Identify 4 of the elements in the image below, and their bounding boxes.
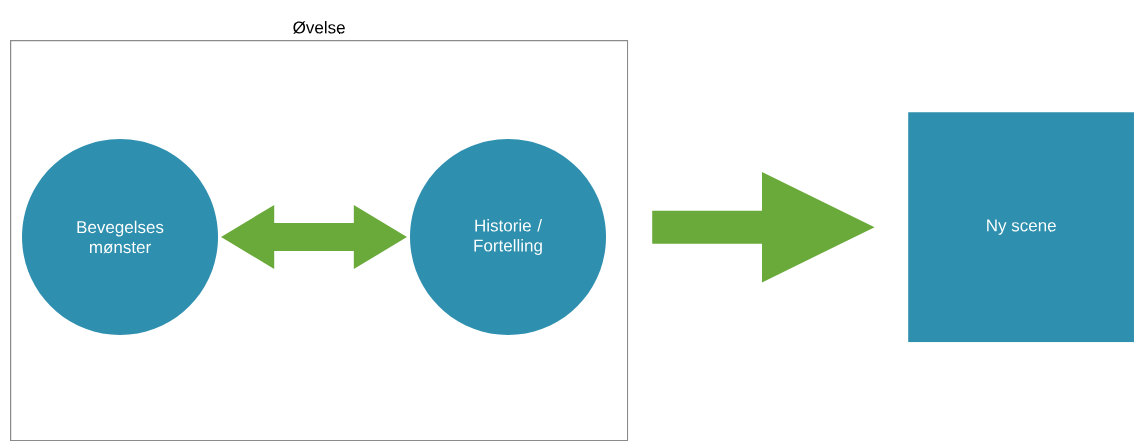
square-node: Ny scene xyxy=(908,112,1134,343)
node-label: Øvelse xyxy=(293,21,345,34)
circle-node: Bevegelses mønster xyxy=(22,139,218,335)
circle-node: Historie / Fortelling xyxy=(410,139,606,335)
